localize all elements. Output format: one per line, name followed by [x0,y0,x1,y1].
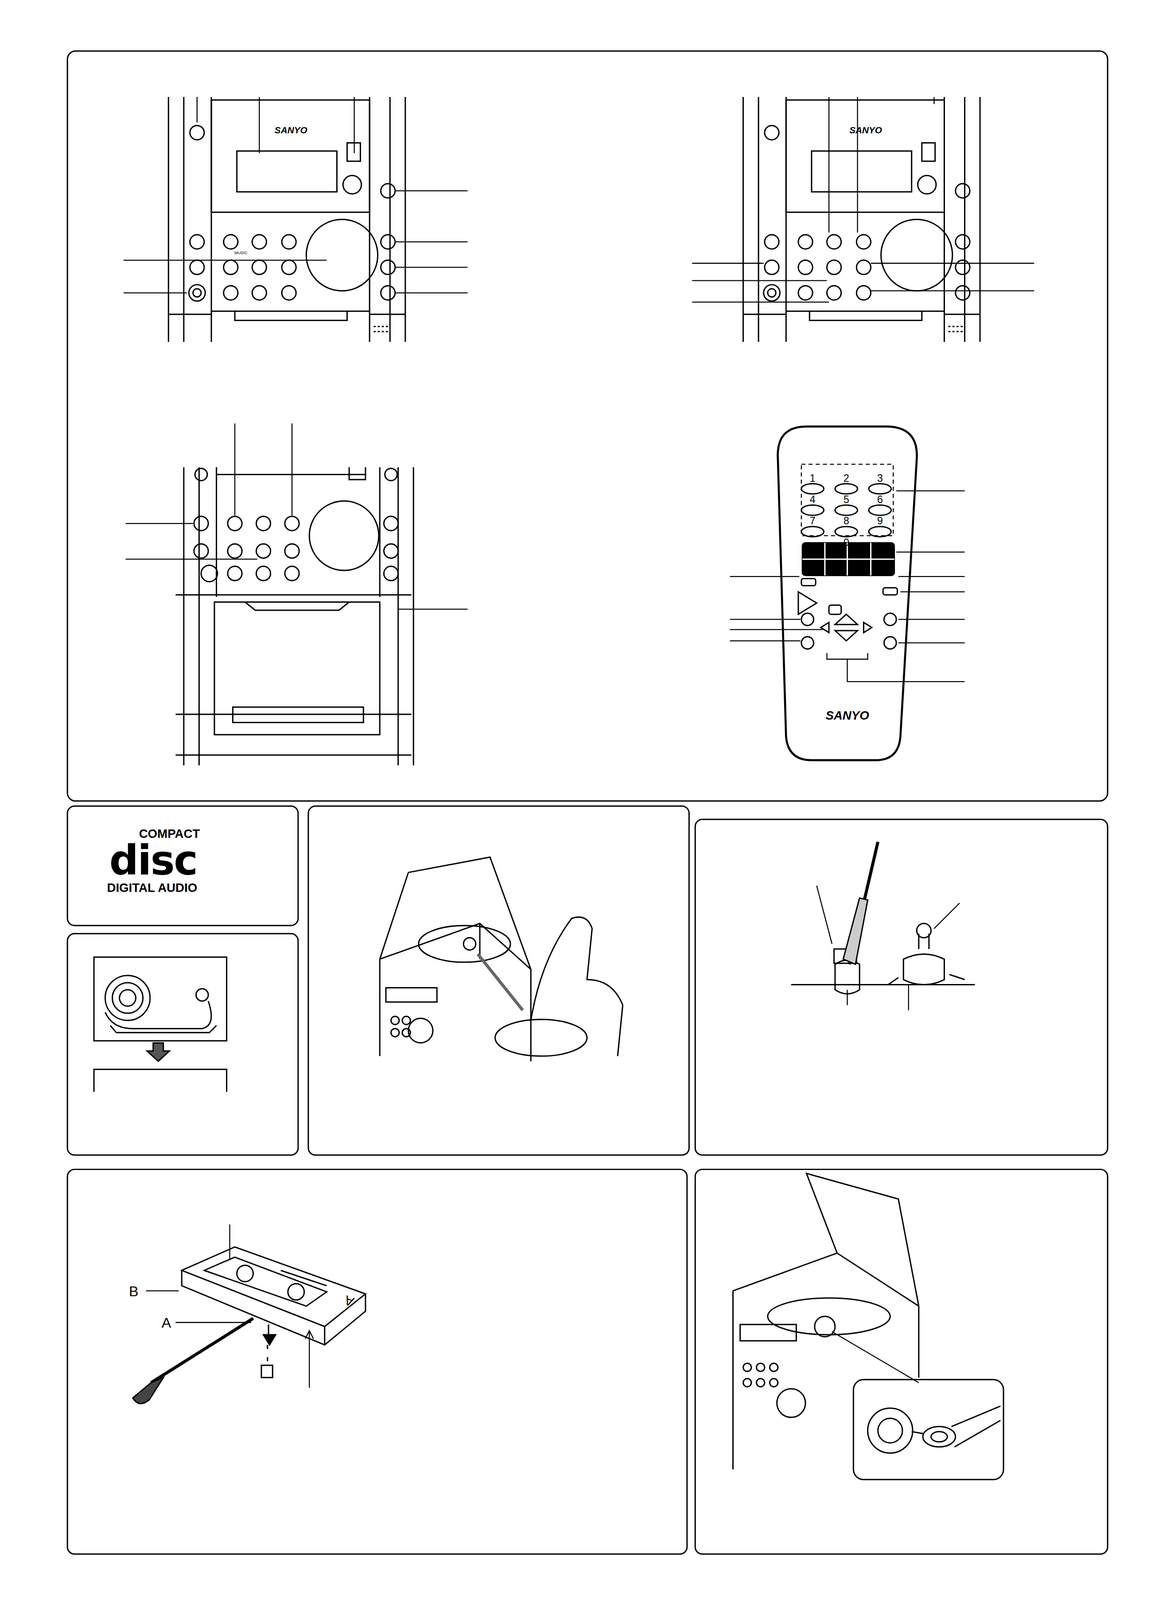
key-number: 9 [877,516,883,527]
key-number: 7 [809,516,816,527]
logo-text: DIGITAL AUDIO [106,882,198,895]
key-number: 8 [843,516,850,527]
key-number: 3 [877,473,883,484]
callout-letter: B [128,1284,139,1299]
key-number: 0 [843,537,850,549]
key-number: 1 [809,473,816,484]
tape-side-letter: A [342,1294,356,1310]
key-number: 5 [843,495,850,506]
button-label: MUSIC [234,251,248,256]
logo-text: disc [109,839,198,881]
key-number: 4 [809,495,816,506]
callout-letter: A [161,1315,172,1330]
brand-logo: SANYO [849,126,883,136]
logo-text: COMPACT [139,828,201,841]
key-number: 6 [877,495,883,506]
brand-logo: SANYO [274,126,308,136]
key-number: 2 [843,473,850,484]
brand-logo: SANYO [825,709,869,723]
